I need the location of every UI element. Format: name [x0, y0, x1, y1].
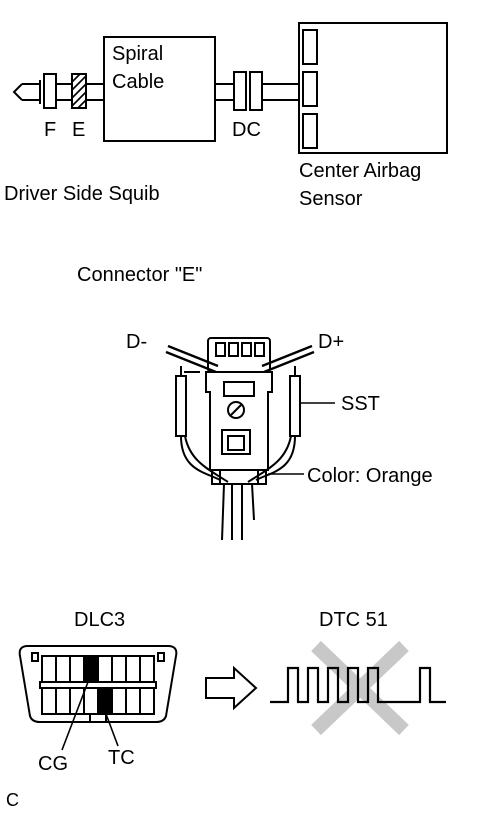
- sst-right-probe: [289, 375, 301, 437]
- tc-pin: [99, 687, 113, 715]
- spiral-cable-label-1: Spiral: [112, 43, 163, 65]
- wiring-diagram: [12, 22, 448, 154]
- driver-squib-label: Driver Side Squib: [4, 183, 160, 205]
- spiral-cable-box: [103, 36, 216, 142]
- center-sensor-label-1: Center Airbag: [299, 160, 421, 182]
- center-airbag-sensor-box: [298, 22, 448, 154]
- connector-f: [43, 73, 57, 109]
- center-sensor-label-2: Sensor: [299, 188, 363, 210]
- d-plus-label: D+: [318, 331, 344, 353]
- dtc-51-title: DTC 51: [319, 609, 388, 631]
- dlc3-connector-icon: [18, 645, 178, 751]
- tc-label: TC: [108, 747, 135, 769]
- connector-e-sst-illustration: [165, 337, 335, 541]
- connector-e-label: E: [72, 119, 85, 141]
- footer-code: C: [6, 790, 19, 810]
- d-minus-label: D-: [126, 331, 147, 353]
- squib-tip-icon: [12, 83, 23, 101]
- dlc3-title: DLC3: [74, 609, 125, 631]
- sst-left-probe: [175, 375, 187, 437]
- connector-e-title: Connector "E": [77, 264, 202, 286]
- connector-dc-label: DC: [232, 119, 261, 141]
- spiral-cable-label-2: Cable: [112, 71, 164, 93]
- dtc-51-pulse-waveform: [270, 666, 446, 704]
- arrow-right-icon: [205, 665, 258, 711]
- connector-dc-left: [233, 71, 247, 111]
- cg-pin: [85, 655, 99, 683]
- not-allowed-cross-icon: [311, 640, 409, 736]
- color-orange-label: Color: Orange: [307, 465, 433, 487]
- sst-label: SST: [341, 393, 380, 415]
- connector-dc-right: [249, 71, 263, 111]
- cg-label: CG: [38, 753, 68, 775]
- connector-f-label: F: [44, 119, 56, 141]
